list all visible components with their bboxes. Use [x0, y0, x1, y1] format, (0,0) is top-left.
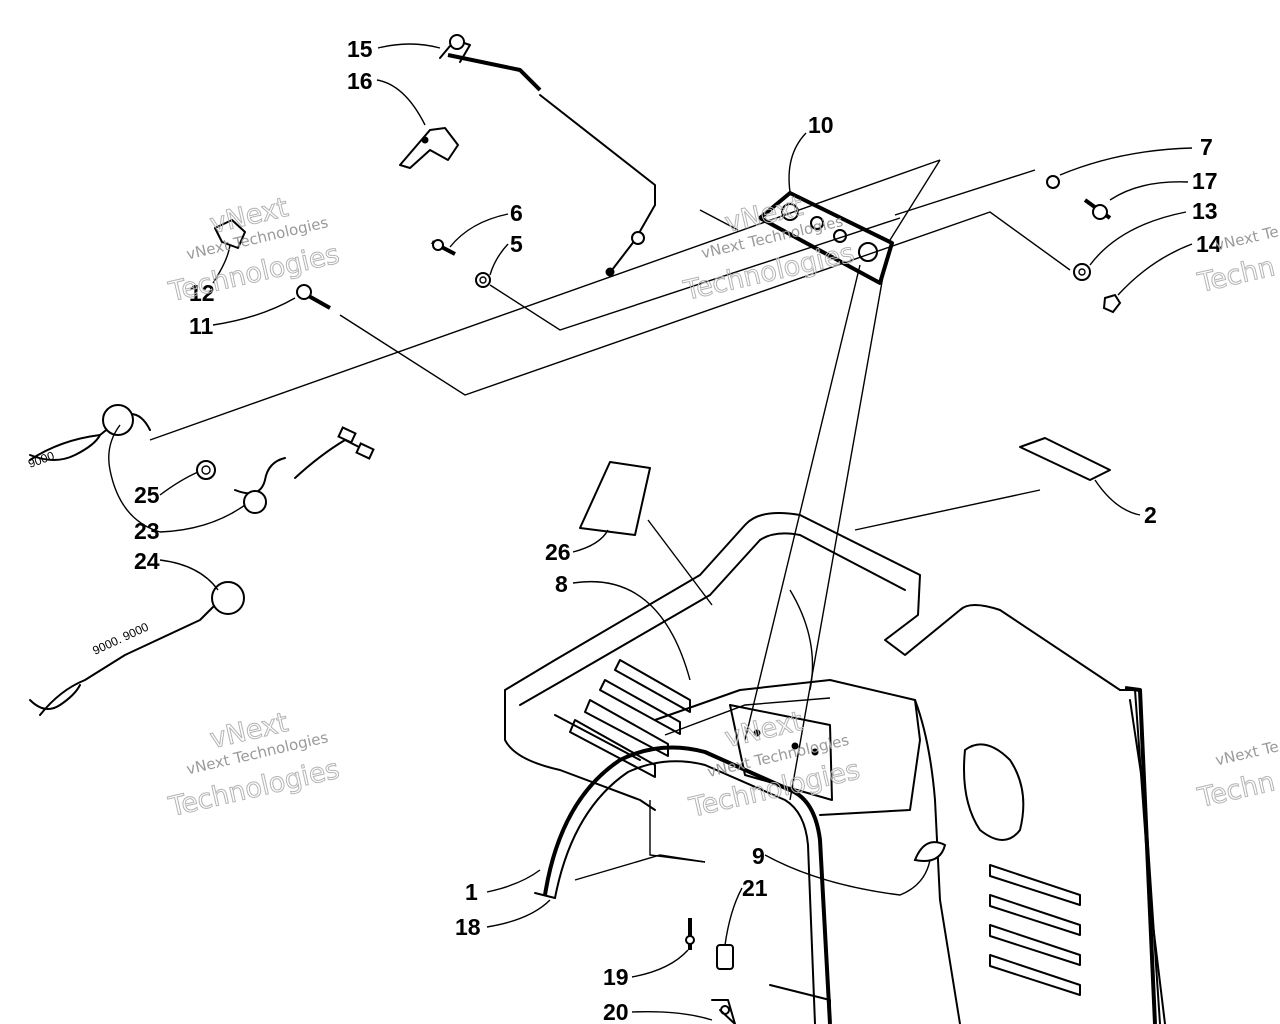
label-part-9: 9 [752, 843, 765, 869]
label-part-26: 26 [545, 539, 571, 565]
leader-lines [149, 159, 1071, 881]
label-part-12: 12 [189, 280, 215, 306]
part-number-labels: 15 16 10 6 5 7 17 13 14 12 11 2 25 23 24… [134, 36, 1222, 1024]
clip-21 [716, 944, 734, 970]
label-part-14: 14 [1196, 231, 1222, 257]
label-part-6: 6 [510, 200, 523, 226]
watermark-top-left: vNext vNext Technologies Technologies [165, 192, 343, 309]
label-part-16: 16 [347, 68, 373, 94]
svg-text:vNext Te: vNext Te [1214, 737, 1280, 769]
svg-text:vNext Te: vNext Te [1214, 222, 1280, 254]
hood-vents-right [989, 864, 1081, 996]
instrument-plate-10 [758, 191, 894, 285]
label-part-15: 15 [347, 36, 373, 62]
watermark-bottom-right: vNext Te Techn [1194, 737, 1280, 814]
watermark-top-center: vNext vNext Technologies Technologies [680, 191, 858, 308]
decal-2 [1019, 437, 1111, 481]
nut-7 [1046, 175, 1060, 189]
washer-25 [196, 460, 216, 480]
callout-leaders [108, 43, 1193, 1021]
clip-12 [214, 219, 246, 249]
label-part-24: 24 [134, 548, 160, 574]
watermark-bottom-left: vNext vNext Technologies Technologies [165, 707, 343, 824]
nut-14 [1102, 293, 1122, 314]
watermark-bottom-center: vNext vNext Technologies Technologies [685, 706, 863, 825]
svg-text:9000. 9000: 9000. 9000 [90, 620, 151, 658]
lever-16 [399, 127, 459, 169]
label-part-5: 5 [510, 231, 523, 257]
wiring-harness-23 [234, 426, 375, 514]
screw-19 [685, 918, 695, 950]
lamp-socket-left: 9000 [26, 404, 151, 471]
label-part-7: 7 [1200, 134, 1213, 160]
label-part-20: 20 [603, 999, 629, 1024]
washer-5 [475, 272, 491, 288]
bolt-6 [431, 239, 456, 256]
label-part-25: 25 [134, 482, 160, 508]
label-part-13: 13 [1192, 198, 1218, 224]
label-part-17: 17 [1192, 168, 1218, 194]
switch-17 [1083, 198, 1112, 220]
watermarks: vNext vNext Technologies Technologies vN… [165, 191, 1280, 825]
label-part-10: 10 [808, 112, 834, 138]
svg-text:9000: 9000 [26, 448, 56, 470]
hood-vents-left [554, 659, 691, 778]
decal-26 [579, 461, 651, 536]
svg-text:Techn: Techn [1194, 251, 1278, 299]
label-part-11: 11 [189, 313, 214, 339]
label-part-19: 19 [603, 964, 629, 990]
lamp-assembly-24: 9000. 9000 [29, 581, 245, 716]
label-part-21: 21 [742, 875, 768, 901]
label-part-18: 18 [455, 914, 481, 940]
label-part-8: 8 [555, 571, 568, 597]
hood-body [504, 512, 1166, 1024]
bracket-20 [711, 999, 736, 1024]
washer-13 [1073, 263, 1091, 281]
throttle-cable-15 [439, 34, 656, 277]
label-part-2: 2 [1144, 502, 1157, 528]
svg-text:Techn: Techn [1194, 766, 1278, 814]
label-part-23: 23 [134, 518, 160, 544]
label-part-1: 1 [465, 879, 478, 905]
switch-11 [296, 284, 331, 310]
